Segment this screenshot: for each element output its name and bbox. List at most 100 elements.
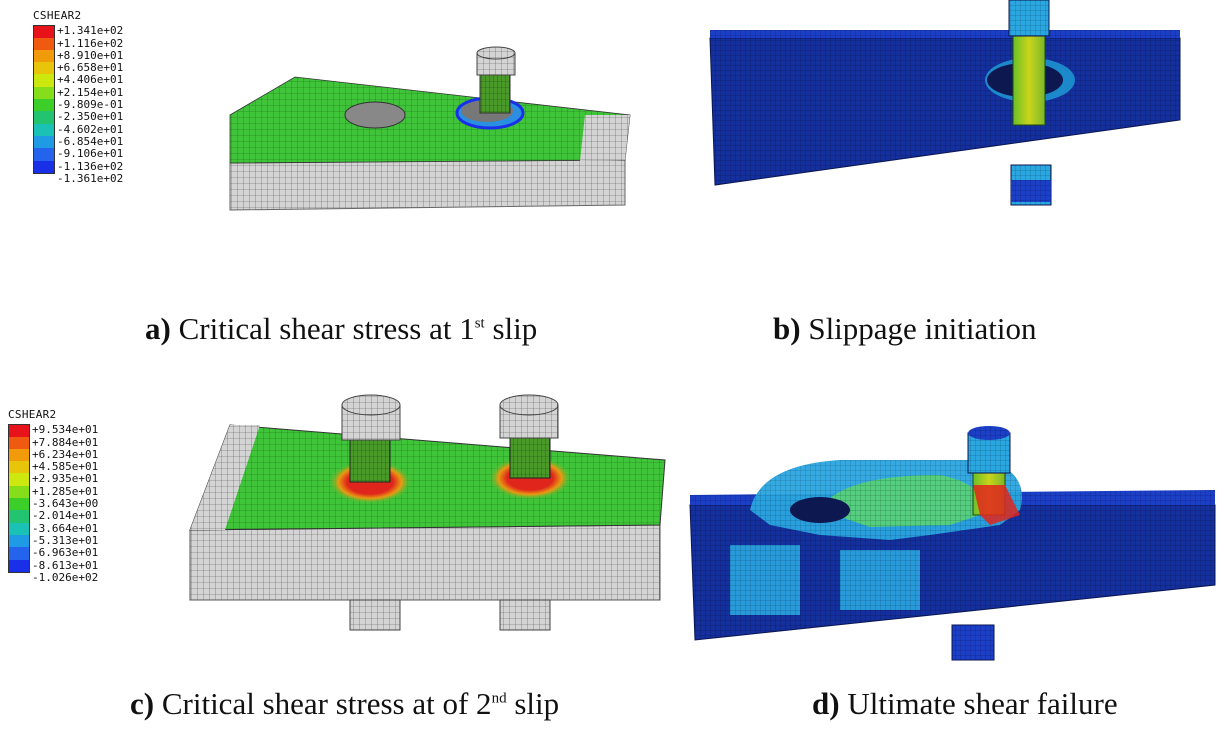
legend-swatch <box>8 448 30 462</box>
legend-swatch <box>8 559 30 572</box>
legend-value: -3.643e+00 <box>32 497 99 511</box>
legend-row: -9.106e+01 <box>33 147 124 161</box>
legend-swatch <box>33 135 55 149</box>
legend-row: -1.361e+02 <box>33 171 124 185</box>
legend-row: -1.136e+02 <box>33 159 124 173</box>
legend-swatch <box>8 485 30 499</box>
legend-value: +1.285e+01 <box>32 484 99 498</box>
legend-swatch <box>33 62 55 75</box>
legend-swatch <box>8 547 30 560</box>
legend-value: +6.658e+01 <box>57 61 124 75</box>
caption-tail: slip <box>484 311 538 346</box>
legend-value: -4.602e+01 <box>57 122 124 136</box>
caption-tail: slip <box>506 686 560 721</box>
legend-swatch <box>33 74 55 87</box>
legend-row: -2.014e+01 <box>8 509 99 523</box>
legend-value: +2.935e+01 <box>32 472 99 486</box>
model-panel-a <box>229 46 631 211</box>
legend-swatch <box>8 473 30 486</box>
legend-row: -1.026e+02 <box>8 570 99 584</box>
caption-letter: c) <box>130 686 155 721</box>
legend-row: +1.285e+01 <box>8 484 99 499</box>
legend-swatch <box>33 123 55 136</box>
legend-swatch <box>33 37 55 50</box>
legend-value: -1.026e+02 <box>32 570 99 584</box>
legend-swatch <box>33 86 55 100</box>
caption-panel-d: d) Ultimate shear failure <box>812 686 1118 722</box>
legend-value: +1.116e+02 <box>57 36 124 50</box>
legend-value: -3.664e+01 <box>32 521 99 535</box>
legend-swatch <box>33 111 55 124</box>
legend-row: +1.341e+02 <box>33 24 124 38</box>
legend-value: -8.613e+01 <box>32 558 99 572</box>
legend-value: -6.854e+01 <box>57 134 124 148</box>
legend-row: -3.643e+00 <box>8 497 99 511</box>
caption-letter: d) <box>812 686 840 721</box>
legend-value: +4.406e+01 <box>57 73 124 87</box>
legend-row: -6.963e+01 <box>8 546 99 560</box>
legend-panel-a: CSHEAR2 +1.341e+02+1.116e+02+8.910e+01+6… <box>33 9 124 185</box>
legend-value: +8.910e+01 <box>57 48 124 62</box>
legend-row: -5.313e+01 <box>8 533 99 548</box>
legend-row: -6.854e+01 <box>33 134 124 149</box>
legend-title: CSHEAR2 <box>33 9 82 22</box>
legend-value: -5.313e+01 <box>32 533 99 547</box>
legend-value: +4.585e+01 <box>32 460 99 474</box>
legend-swatch <box>8 522 30 535</box>
legend-value: -9.106e+01 <box>57 147 124 161</box>
legend-value: +1.341e+02 <box>57 24 124 38</box>
legend-value: -1.361e+02 <box>57 171 124 185</box>
caption-panel-a: a) Critical shear stress at 1st slip <box>145 311 537 347</box>
legend-value: -6.963e+01 <box>32 546 99 560</box>
model-panel-b <box>709 0 1181 206</box>
legend-scale: +1.341e+02+1.116e+02+8.910e+01+6.658e+01… <box>33 24 124 185</box>
legend-swatch <box>33 148 55 161</box>
legend-row: -4.602e+01 <box>33 122 124 136</box>
caption-superscript: st <box>474 315 485 332</box>
legend-swatch <box>8 461 30 474</box>
legend-panel-c: CSHEAR2 +9.534e+01+7.884e+01+6.234e+01+4… <box>8 408 99 584</box>
legend-swatch <box>33 49 55 63</box>
legend-swatch <box>33 25 55 38</box>
legend-swatch <box>33 172 55 185</box>
legend-row: -3.664e+01 <box>8 521 99 535</box>
legend-swatch <box>33 99 55 112</box>
legend-row: -8.613e+01 <box>8 558 99 572</box>
legend-swatch <box>8 424 30 437</box>
legend-row: +9.534e+01 <box>8 423 99 437</box>
legend-value: +6.234e+01 <box>32 447 99 461</box>
caption-panel-b: b) Slippage initiation <box>773 311 1037 347</box>
legend-swatch <box>8 436 30 449</box>
caption-text: Critical shear stress at 1 <box>178 311 475 346</box>
legend-row: -9.809e-01 <box>33 98 124 112</box>
legend-row: -2.350e+01 <box>33 110 124 124</box>
legend-value: -2.350e+01 <box>57 110 124 124</box>
legend-row: +4.585e+01 <box>8 460 99 474</box>
legend-swatch <box>33 160 55 173</box>
caption-superscript: nd <box>491 690 507 707</box>
legend-title: CSHEAR2 <box>8 408 57 421</box>
legend-row: +4.406e+01 <box>33 73 124 87</box>
legend-swatch <box>8 510 30 523</box>
legend-row: +2.154e+01 <box>33 86 123 100</box>
legend-row: +2.935e+01 <box>8 472 99 486</box>
legend-row: +7.884e+01 <box>8 435 99 449</box>
legend-swatch <box>8 534 30 548</box>
caption-text: Ultimate shear failure <box>847 686 1118 721</box>
caption-text: Slippage initiation <box>808 311 1037 346</box>
legend-value: -9.809e-01 <box>57 98 124 112</box>
caption-text: Critical shear stress at of 2 <box>161 686 492 721</box>
legend-value: -1.136e+02 <box>57 159 124 173</box>
legend-row: +6.658e+01 <box>33 61 124 75</box>
legend-row: +1.116e+02 <box>33 36 124 50</box>
legend-row: +6.234e+01 <box>8 447 99 462</box>
caption-letter: b) <box>773 311 801 346</box>
legend-scale: +9.534e+01+7.884e+01+6.234e+01+4.585e+01… <box>8 423 99 584</box>
legend-row: +8.910e+01 <box>33 48 124 63</box>
legend-value: -2.014e+01 <box>32 509 99 523</box>
legend-value: +7.884e+01 <box>32 435 99 449</box>
caption-panel-c: c) Critical shear stress at of 2nd slip <box>130 686 559 722</box>
model-panel-c <box>189 394 666 631</box>
caption-letter: a) <box>145 311 171 346</box>
legend-value: +9.534e+01 <box>32 423 99 437</box>
